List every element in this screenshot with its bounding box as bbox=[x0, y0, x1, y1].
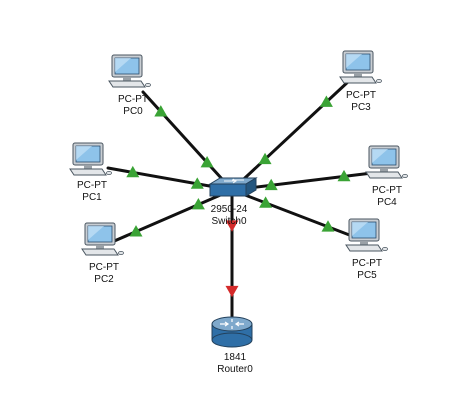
link-status-markers bbox=[126, 95, 351, 298]
link-switch0-pc3[interactable] bbox=[230, 78, 352, 192]
switch-icon[interactable] bbox=[208, 177, 258, 197]
link-status-marker-pc2-switch-side bbox=[191, 198, 205, 210]
pc0-model-label: PC-PT bbox=[118, 94, 148, 105]
pc4-model-label: PC-PT bbox=[372, 185, 402, 196]
link-status-marker-router0-device-side bbox=[225, 285, 239, 298]
link-status-marker-pc2-device-side bbox=[129, 225, 143, 237]
link-switch0-pc5[interactable] bbox=[230, 188, 354, 238]
link-status-marker-pc0-device-side bbox=[154, 105, 168, 117]
router-icon[interactable] bbox=[211, 316, 253, 348]
pc-icon[interactable] bbox=[108, 54, 151, 88]
pc-icon[interactable] bbox=[339, 50, 382, 84]
pc3-name-label: PC3 bbox=[351, 102, 371, 113]
link-status-marker-pc5-device-side bbox=[321, 220, 335, 232]
pc5-name-label: PC5 bbox=[357, 270, 377, 281]
pc2-model-label: PC-PT bbox=[89, 262, 119, 273]
pc1-name-label: PC1 bbox=[82, 192, 102, 203]
pc1-model-label: PC-PT bbox=[77, 180, 107, 191]
pc-icon[interactable] bbox=[69, 142, 112, 176]
link-status-marker-pc1-device-side bbox=[126, 165, 140, 178]
router0-model-label: 1841 bbox=[224, 352, 247, 363]
link-status-marker-pc5-switch-side bbox=[259, 196, 273, 208]
link-status-marker-pc1-switch-side bbox=[190, 177, 204, 189]
router0-name-label: Router0 bbox=[217, 364, 253, 375]
pc-icon[interactable] bbox=[365, 145, 408, 179]
link-status-marker-pc4-device-side bbox=[337, 169, 351, 182]
pc5-model-label: PC-PT bbox=[352, 258, 382, 269]
pc-icon[interactable] bbox=[345, 218, 388, 252]
link-switch0-pc0[interactable] bbox=[141, 90, 234, 192]
switch0-name-label: Switch0 bbox=[211, 216, 246, 227]
link-status-marker-pc3-switch-side bbox=[258, 152, 272, 165]
pc0-name-label: PC0 bbox=[123, 106, 143, 117]
link-status-marker-pc3-device-side bbox=[319, 95, 333, 107]
link-status-marker-pc4-switch-side bbox=[264, 178, 278, 191]
pc2-name-label: PC2 bbox=[94, 274, 114, 285]
link-status-marker-pc0-switch-side bbox=[200, 156, 214, 168]
pc4-name-label: PC4 bbox=[377, 197, 397, 208]
pc3-model-label: PC-PT bbox=[346, 90, 376, 101]
link-status-marker-router0-switch-side bbox=[225, 220, 239, 232]
nodes-layer: 2950-24Switch01841Router0PC-PTPC0PC-PTPC… bbox=[69, 50, 408, 375]
links-layer bbox=[106, 78, 374, 318]
switch0-model-label: 2950-24 bbox=[211, 204, 248, 215]
pc-icon[interactable] bbox=[81, 222, 124, 256]
